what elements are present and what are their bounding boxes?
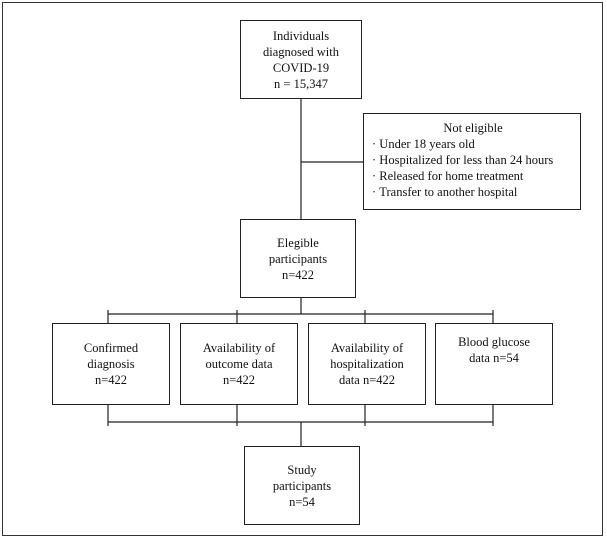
box-outcome-line2: outcome data bbox=[205, 357, 273, 371]
box-diagnosed-line3: COVID-19 bbox=[272, 60, 330, 75]
box-hospitalization-line1: Availability of bbox=[330, 341, 404, 355]
not-eligible-item: Released for home treatment bbox=[372, 168, 574, 184]
box-outcome-line1: Availability of bbox=[202, 341, 276, 355]
diagram-frame bbox=[2, 2, 603, 536]
not-eligible-item: Hospitalized for less than 24 hours bbox=[372, 152, 574, 168]
box-diagnosed-line1: Individuals bbox=[272, 28, 330, 43]
box-glucose-line1: Blood glucose bbox=[458, 335, 530, 349]
not-eligible-item: Transfer to another hospital bbox=[372, 184, 574, 200]
box-eligible: Elegible participants n=422 bbox=[240, 219, 356, 298]
not-eligible-title: Not eligible bbox=[443, 121, 503, 135]
box-confirmed-line2: diagnosis bbox=[87, 357, 135, 371]
box-study: Study participants n=54 bbox=[244, 446, 360, 525]
box-study-line3: n=54 bbox=[289, 494, 315, 509]
box-diagnosed-line4: n = 15,347 bbox=[274, 76, 328, 91]
box-not-eligible: Not eligible Under 18 years old Hospital… bbox=[363, 113, 581, 210]
box-eligible-line2: participants bbox=[268, 251, 328, 266]
not-eligible-list: Under 18 years old Hospitalized for less… bbox=[372, 136, 574, 200]
box-outcome: Availability of outcome data n=422 bbox=[180, 323, 298, 405]
box-eligible-line3: n=422 bbox=[281, 267, 315, 282]
box-confirmed-line3: n=422 bbox=[94, 373, 128, 387]
box-hospitalization: Availability of hospitalization data n=4… bbox=[308, 323, 426, 405]
box-glucose: Blood glucose data n=54 bbox=[435, 323, 553, 405]
box-diagnosed: Individuals diagnosed with COVID-19 n = … bbox=[240, 20, 362, 99]
not-eligible-item: Under 18 years old bbox=[372, 136, 574, 152]
box-study-line2: participants bbox=[272, 478, 332, 493]
box-glucose-line2: data n=54 bbox=[469, 351, 519, 365]
box-eligible-line1: Elegible bbox=[277, 235, 319, 250]
box-outcome-line3: n=422 bbox=[222, 373, 256, 387]
box-confirmed-line1: Confirmed bbox=[83, 341, 139, 355]
box-confirmed: Confirmed diagnosis n=422 bbox=[52, 323, 170, 405]
box-study-line1: Study bbox=[287, 462, 317, 477]
box-diagnosed-line2: diagnosed with bbox=[262, 44, 340, 59]
box-hospitalization-line3: data n=422 bbox=[339, 373, 395, 387]
box-hospitalization-line2: hospitalization bbox=[330, 357, 404, 371]
